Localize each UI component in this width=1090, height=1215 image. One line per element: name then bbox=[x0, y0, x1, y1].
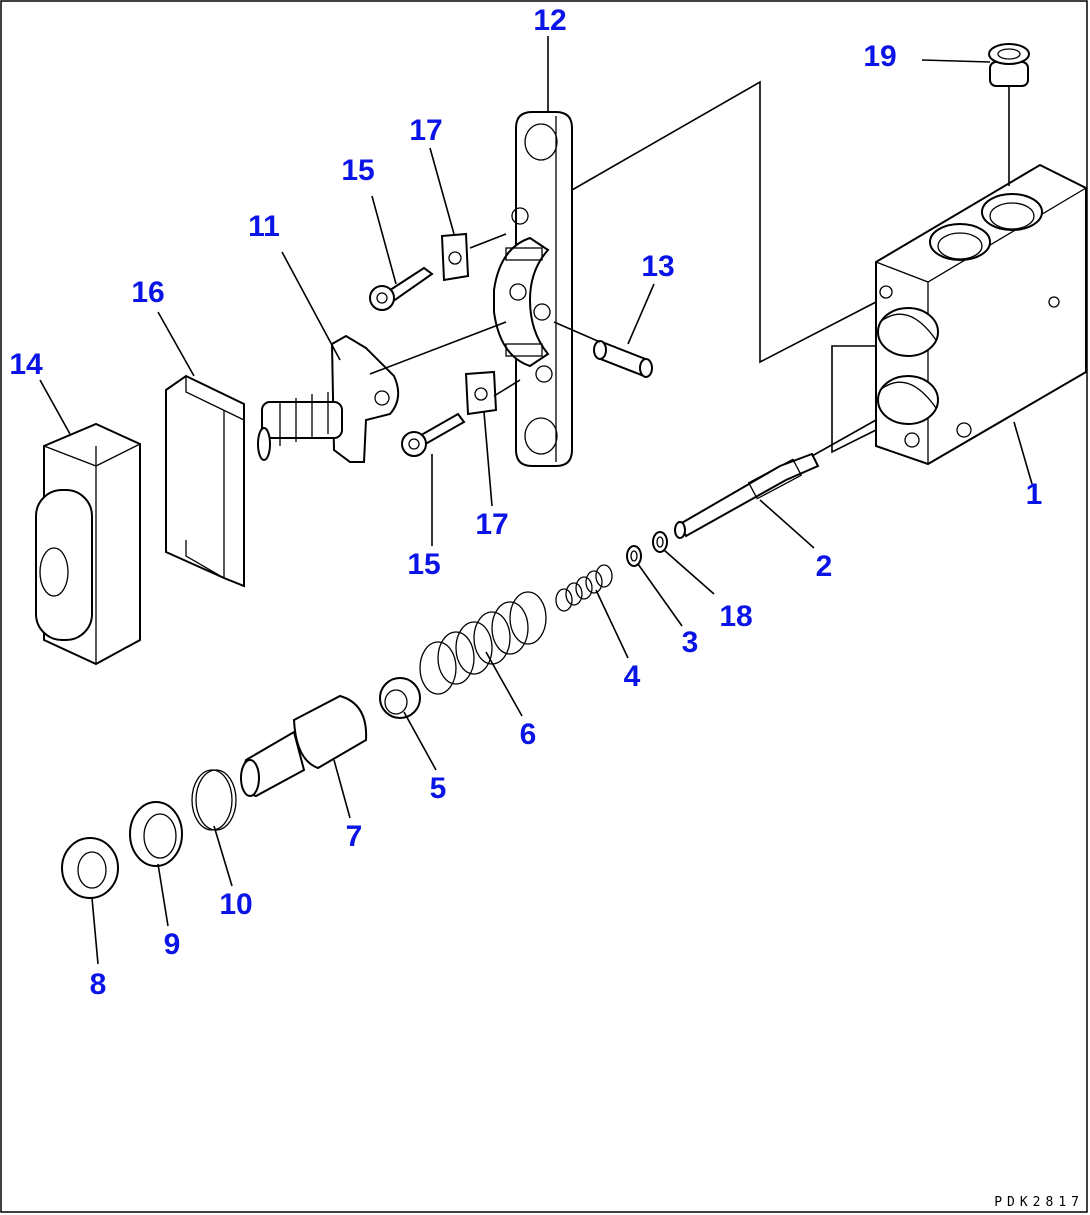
drawing-code: PDK2817 bbox=[994, 1195, 1084, 1210]
part-9-seal bbox=[129, 801, 183, 867]
callout-12: 12 bbox=[533, 4, 566, 37]
leader-lines bbox=[39, 36, 1033, 965]
part-2-spool bbox=[674, 452, 820, 539]
part-12-bracket-plate bbox=[515, 111, 573, 467]
callout-17-lower: 17 bbox=[475, 508, 508, 541]
callout-16: 16 bbox=[131, 276, 164, 309]
part-6-large-spring bbox=[419, 591, 547, 695]
callout-11: 11 bbox=[248, 210, 280, 243]
part-17-plate-upper bbox=[440, 232, 470, 282]
callout-2: 2 bbox=[816, 550, 833, 583]
part-5-retainer bbox=[379, 677, 421, 719]
callout-13: 13 bbox=[641, 250, 674, 283]
part-4-small-spring bbox=[555, 564, 613, 612]
part-7-piston bbox=[240, 694, 368, 798]
assembly-lines bbox=[369, 80, 1010, 457]
part-15-bolt-upper bbox=[369, 266, 434, 311]
callout-1: 1 bbox=[1026, 478, 1043, 511]
part-3-ring bbox=[626, 545, 642, 567]
callout-18: 18 bbox=[719, 600, 752, 633]
callout-19: 19 bbox=[863, 40, 896, 73]
callout-3: 3 bbox=[682, 626, 699, 659]
callout-5: 5 bbox=[430, 772, 447, 805]
part-8-retainer-ring bbox=[61, 837, 119, 899]
callout-15-lower: 15 bbox=[407, 548, 440, 581]
callout-17-upper: 17 bbox=[409, 114, 442, 147]
lever-linkage bbox=[493, 207, 553, 383]
callout-9: 9 bbox=[164, 928, 181, 961]
callout-14: 14 bbox=[9, 348, 43, 381]
part-15-bolt-lower bbox=[401, 412, 466, 457]
part-14-cover bbox=[35, 422, 141, 666]
callout-labels: 1 2 3 4 5 6 7 8 9 10 11 12 13 14 15 15 1… bbox=[9, 4, 1042, 1001]
part-3-ring-inner bbox=[630, 550, 638, 562]
part-19-plug bbox=[988, 43, 1030, 87]
callout-15-upper: 15 bbox=[341, 154, 374, 187]
part-18-ring-inner bbox=[656, 536, 664, 548]
part-13-pin bbox=[593, 340, 653, 378]
part-17-plate-lower bbox=[464, 370, 498, 416]
callout-10: 10 bbox=[219, 888, 252, 921]
part-11-flange bbox=[257, 334, 400, 463]
callout-8: 8 bbox=[90, 968, 107, 1001]
part-10-o-ring bbox=[191, 769, 237, 831]
part-18-ring bbox=[652, 531, 668, 553]
part-1-valve-body bbox=[875, 163, 1087, 466]
callout-4: 4 bbox=[624, 660, 641, 693]
callout-6: 6 bbox=[520, 718, 537, 751]
part-16-gasket bbox=[165, 374, 245, 588]
callout-7: 7 bbox=[346, 820, 363, 853]
